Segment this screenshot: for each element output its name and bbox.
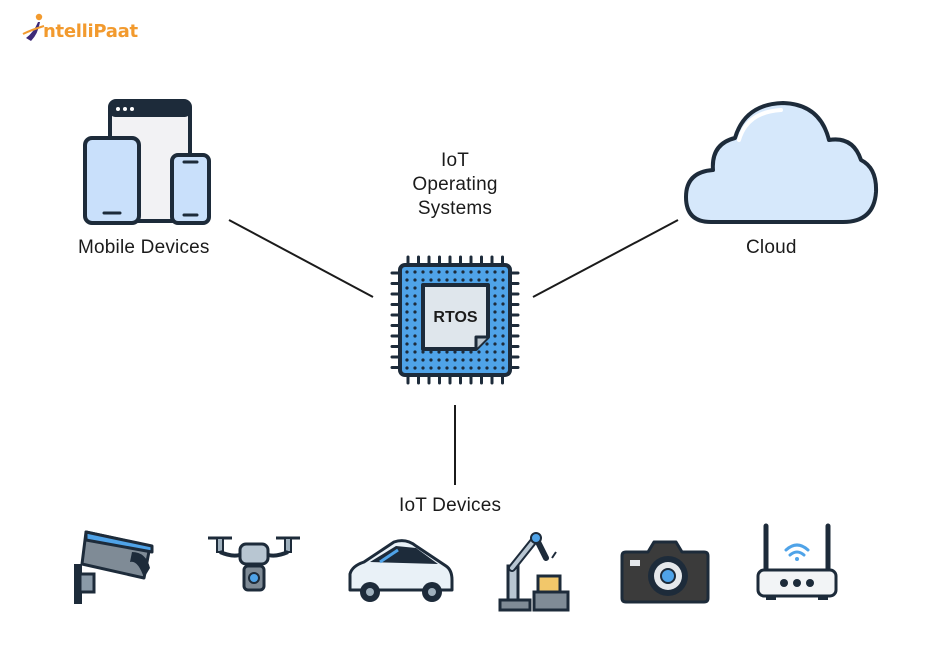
logo-text: ntelliPaat <box>43 21 138 42</box>
security-camera-icon <box>74 530 154 604</box>
drone-icon <box>208 536 300 592</box>
line-cloud <box>532 219 679 298</box>
iot-device-row <box>60 520 860 612</box>
logo-figure-icon <box>22 13 45 41</box>
cloud-label: Cloud <box>746 237 797 258</box>
rtos-chip: RTOS <box>390 255 520 385</box>
center-title-line-2: Operating <box>412 174 498 195</box>
mobile-devices-label: Mobile Devices <box>78 237 210 258</box>
wifi-router-icon <box>756 523 838 600</box>
center-title: IoT Operating Systems <box>380 149 530 221</box>
center-title-line-1: IoT <box>440 150 470 171</box>
center-title-line-3: Systems <box>417 198 493 219</box>
chip-label: RTOS <box>433 309 478 326</box>
mobile-devices-icon <box>83 99 211 225</box>
car-icon <box>348 539 454 602</box>
iot-devices-label: IoT Devices <box>399 495 502 516</box>
camera-icon <box>620 540 710 604</box>
chip-icon <box>390 255 520 385</box>
logo: ntelliPaat <box>22 12 152 48</box>
cloud-icon <box>684 101 879 224</box>
line-mobile <box>228 219 374 298</box>
robotic-arm-icon <box>498 532 570 612</box>
